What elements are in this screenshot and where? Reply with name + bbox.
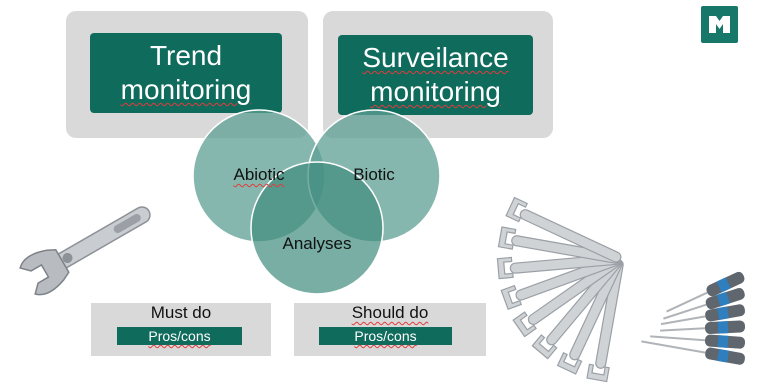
trend-monitoring-title: Trend monitoring [90,33,282,113]
should-do-proscons: Pros/cons [319,327,452,345]
trend-title-line2: monitoring [120,74,252,105]
should-do-label: Should do [294,303,486,323]
must-do-proscons: Pros/cons [117,327,242,345]
should-do-text: Should do [351,303,429,322]
trend-title-line1: Trend [149,40,223,71]
surveilance-monitoring-title: Surveilance monitoring [338,35,533,115]
biotic-label: Biotic [353,165,395,184]
spanner-set-icon [496,196,624,383]
screwdriver-set-icon [641,271,746,365]
surveilance-title-line2: monitoring [370,76,501,107]
must-do-label: Must do [150,303,212,322]
analyses-circle [250,161,384,295]
logo-icon [701,6,738,43]
analyses-label: Analyses [282,234,352,253]
abiotic-label: Abiotic [233,165,285,184]
adjustable-wrench-icon [19,206,151,296]
surveilance-title-line1: Surveilance [362,42,509,73]
